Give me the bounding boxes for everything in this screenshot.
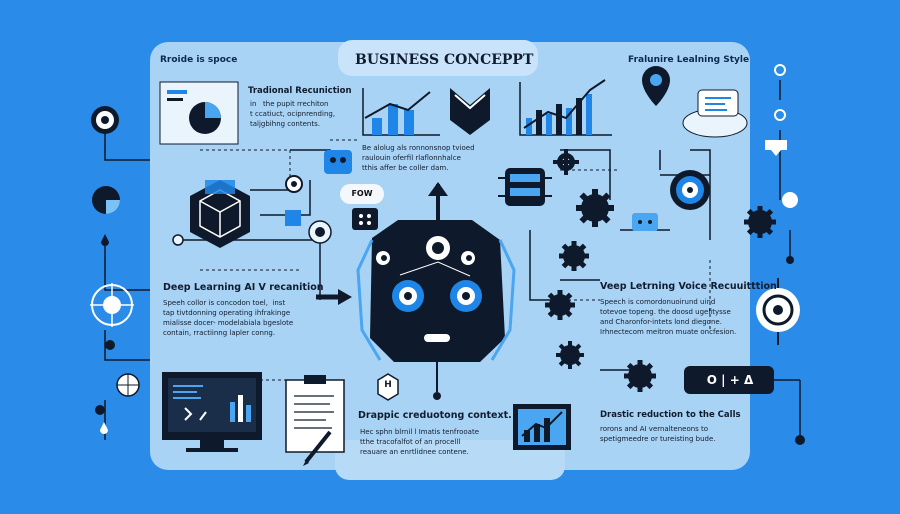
deep-learning-body: Speeh collor is concodon toel, inst tap … (163, 299, 294, 337)
chat-widget-icon (632, 213, 658, 231)
robot-head-icon (356, 220, 516, 400)
traditional-heading: Tradional Recuniction (248, 86, 352, 96)
deep-learning-heading: Deep Learning AI V recanition (163, 282, 324, 293)
traditional-body: in the pupit rrechiton t ccatiuct, ocipn… (250, 100, 336, 128)
flow-tag: FOW (340, 184, 384, 204)
hex-badge (377, 373, 399, 401)
line-chart-1 (362, 88, 490, 136)
up-arrow-icon (428, 182, 448, 226)
framed-chart-icon (513, 404, 571, 450)
page-title: BUSINESS CONCEPPT (355, 52, 534, 68)
small-widgets (172, 150, 378, 246)
control-bar (684, 366, 774, 394)
voice-body: Speech is comordonuoirund uind totevoe t… (600, 298, 737, 336)
bar-chart-growth (519, 79, 612, 136)
target-icon (670, 170, 710, 210)
clipboard-icon (285, 375, 345, 466)
monitor-icon (162, 372, 262, 452)
map-pin-icon (642, 66, 670, 106)
voice-heading: Veep Letrning Voice Recuuitttion (600, 281, 777, 292)
drastic-body: rorons and AI vernalteneons to spetigmee… (600, 425, 716, 443)
title-tab (338, 40, 538, 76)
cloud-chat-icon (682, 89, 748, 138)
left-caption: Rroide is spoce (160, 55, 238, 65)
right-edge-icons (756, 64, 805, 445)
center-intro-body: Be alolug als ronnonsnop tvioed raulouin… (362, 144, 475, 172)
control-symbols[interactable]: O | + Δ (706, 373, 754, 387)
drappic-body: Hec sphn blrnil l Imatis tenfrooate tthe… (360, 428, 480, 456)
pie-document (159, 81, 239, 145)
drastic-heading: Drastic reduction to the Calls (600, 410, 741, 420)
connector-lines (104, 80, 801, 440)
drappic-heading: Drappic creduotong context. (358, 410, 512, 421)
gear-icons (545, 149, 776, 392)
cube-icon (190, 180, 250, 248)
hex-letter: H (384, 380, 392, 390)
right-caption: Fralunire Lealning Style (628, 55, 750, 65)
right-arrow-icon (316, 289, 352, 305)
left-edge-icons (90, 106, 140, 434)
server-icon (498, 168, 552, 206)
